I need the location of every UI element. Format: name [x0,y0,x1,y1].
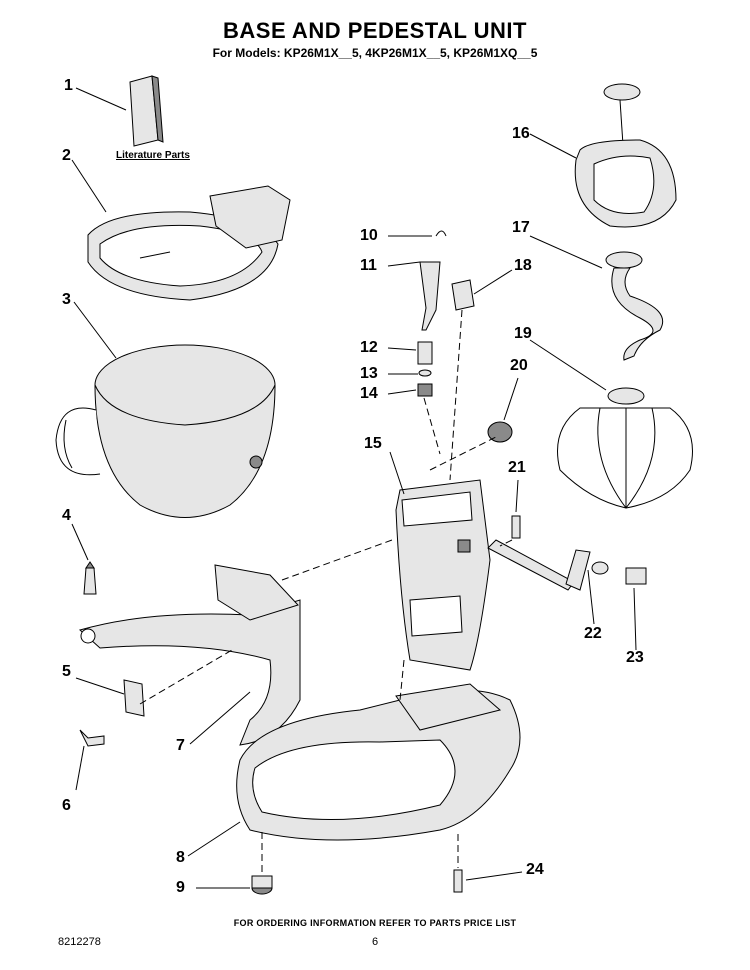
mixing-bowl-drawing [55,344,276,518]
spring-assembly-drawing [417,230,447,397]
dough-hook-drawing [605,251,664,361]
callout-12: 12 [360,339,378,356]
wire-whip-drawing [557,387,693,509]
callout-1: 1 [64,77,73,94]
lift-handle-drawing [487,539,647,591]
callout-7: 7 [176,737,185,754]
callout-8: 8 [176,849,185,866]
callout-11: 11 [360,257,377,274]
pin-drawing [83,561,97,595]
hinge-pin-drawing [451,279,475,311]
callout-3: 3 [62,291,71,308]
callout-10: 10 [360,227,378,244]
callout-13: 13 [360,365,378,382]
callout-14: 14 [360,385,378,402]
column-screw-drawing [511,515,521,539]
bracket-drawing [123,679,145,717]
rubber-foot-drawing [251,875,273,895]
ordering-note: FOR ORDERING INFORMATION REFER TO PARTS … [233,918,517,928]
callout-24: 24 [526,861,544,878]
assembly-guide-lines [139,309,513,872]
literature-parts-drawing [129,75,164,147]
pedestal-column-drawing [395,479,491,671]
pouring-shield-drawing [87,185,291,301]
callout-2: 2 [62,147,71,164]
document-number: 8212278 [58,936,101,948]
page-title: BASE AND PEDESTAL UNIT [223,18,527,43]
bowl-support-drawing [78,564,301,746]
callout-4: 4 [62,507,71,524]
callout-23: 23 [626,649,644,666]
base-screw-drawing [453,869,463,893]
page-subtitle: For Models: KP26M1X__5, 4KP26M1X__5, KP2… [212,46,538,60]
screw-drawing [79,729,105,747]
callout-6: 6 [62,797,71,814]
leader-lines [71,87,637,889]
callout-16: 16 [512,125,530,142]
flat-beater-drawing [574,83,677,228]
callout-22: 22 [584,625,602,642]
callout-20: 20 [510,357,528,374]
callout-19: 19 [514,325,532,342]
callout-17: 17 [512,219,530,236]
page-number: 6 [372,936,379,948]
callout-21: 21 [508,459,526,476]
literature-parts-label: Literature Parts [116,150,190,161]
callout-15: 15 [364,435,382,452]
callout-9: 9 [176,879,185,896]
callout-18: 18 [514,257,532,274]
base-drawing [236,683,521,841]
callout-5: 5 [62,663,71,680]
locking-knob-drawing [487,421,513,443]
